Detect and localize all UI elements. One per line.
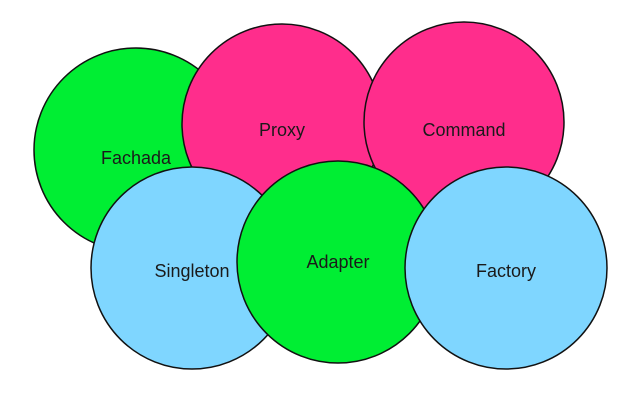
circle-factory: Factory — [404, 166, 608, 370]
circle-command-label: Command — [422, 120, 505, 140]
circle-factory-label: Factory — [476, 261, 536, 281]
circle-fachada-label: Fachada — [101, 148, 172, 168]
circle-singleton-label: Singleton — [154, 261, 229, 281]
circle-adapter: Adapter — [236, 160, 440, 364]
circle-adapter-label: Adapter — [306, 252, 369, 272]
circle-factory-shape — [404, 166, 608, 370]
circle-proxy-label: Proxy — [259, 120, 305, 140]
